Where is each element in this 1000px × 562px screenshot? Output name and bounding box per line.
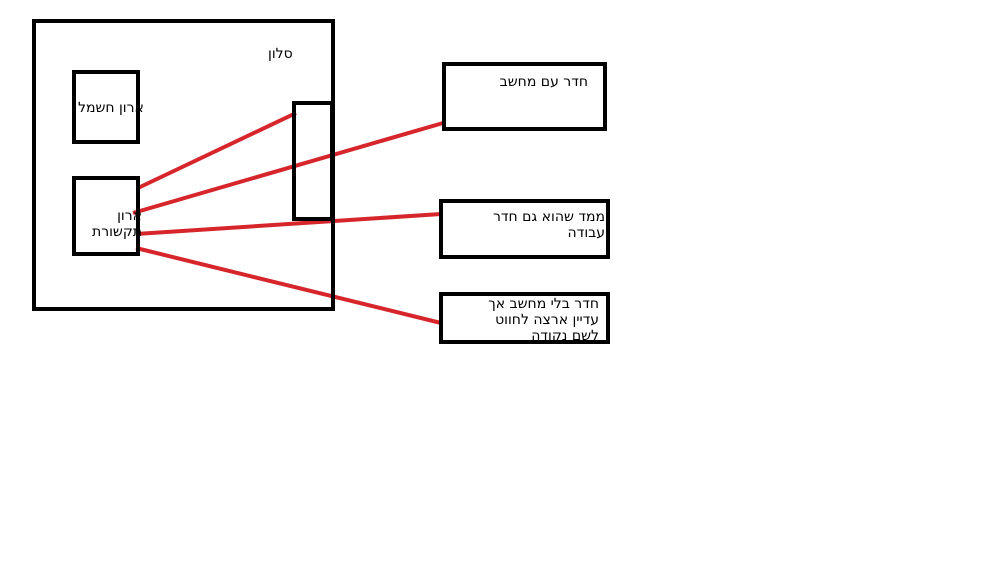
safe-room-box xyxy=(439,199,610,259)
cable-to-room-with-computer xyxy=(132,121,444,215)
electric-cabinet-box xyxy=(72,70,140,144)
cable-to-room-no-computer xyxy=(135,246,442,325)
comm-cabinet-box xyxy=(72,176,140,256)
comm-cabinet-label: ארון תקשורת xyxy=(92,208,142,240)
living-room-box xyxy=(32,19,335,311)
room-no-computer-box xyxy=(439,292,610,344)
electric-cabinet-label: ארון חשמל xyxy=(78,100,144,116)
room-no-computer-label: חדר בלי מחשב אך עדיין ארצה לחווט לשם נקו… xyxy=(488,296,599,344)
living-room-point-box xyxy=(292,101,334,221)
safe-room-label: ממד שהוא גם חדר עבודה xyxy=(493,209,605,241)
room-with-computer-label: חדר עם מחשב xyxy=(499,74,588,90)
room-with-computer-box xyxy=(442,62,607,131)
living-room-label: סלון xyxy=(268,46,293,62)
cable-to-salon-point xyxy=(137,111,297,190)
cable-to-safe-room xyxy=(135,212,442,236)
